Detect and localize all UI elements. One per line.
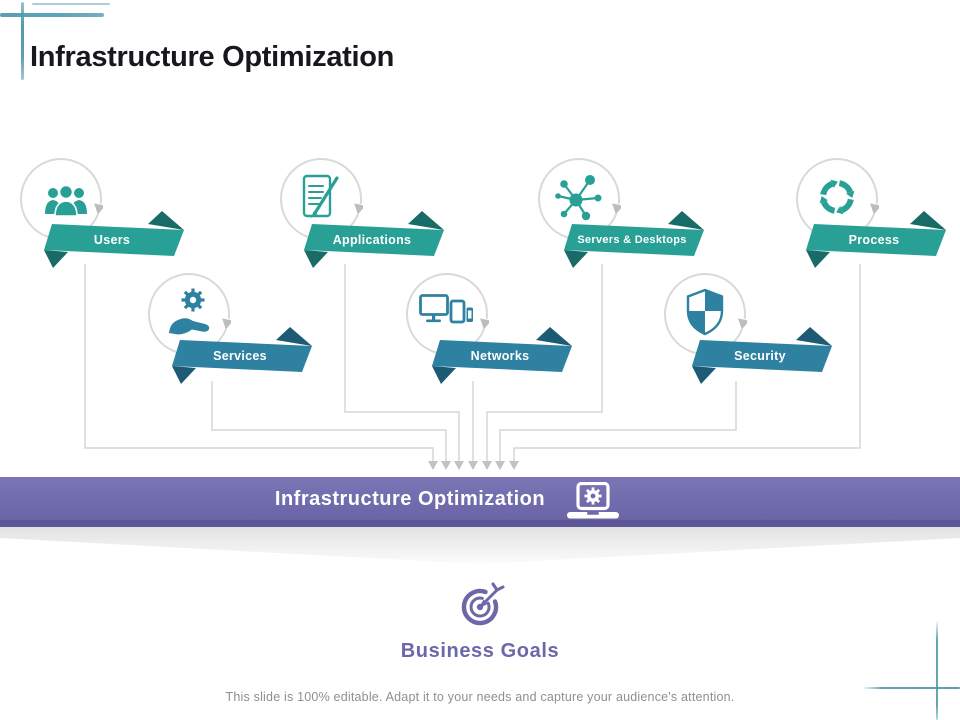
brush-cross-bottom-right-icon	[936, 620, 938, 720]
ribbon-banner	[304, 211, 444, 268]
ribbon-banner	[432, 327, 572, 384]
laptop-gear-icon	[567, 482, 619, 519]
ribbon-banner	[564, 211, 704, 268]
node-users: Users	[19, 157, 184, 268]
network-hub-icon	[555, 175, 602, 221]
brush-cross-top-left-icon	[21, 2, 24, 80]
hand-gear-icon	[169, 288, 210, 335]
slide-title: Infrastructure Optimization	[30, 41, 395, 74]
node-label: Networks	[470, 348, 530, 363]
ribbon-banner	[44, 211, 184, 268]
brush-cross-top-left-icon	[0, 13, 104, 17]
business-goals-title: Business Goals	[400, 640, 560, 662]
users-icon	[45, 184, 87, 217]
node-label: Servers & Desktops	[577, 234, 687, 247]
brush-cross-bottom-right-icon	[862, 687, 960, 689]
brush-cross-top-left-icon	[32, 3, 110, 5]
optimization-band: Infrastructure Optimization	[0, 477, 960, 527]
node-label: Process	[848, 232, 900, 247]
footer-note: This slide is 100% editable. Adapt it to…	[225, 690, 735, 704]
chevron-shadow	[0, 527, 960, 564]
ribbon-banner	[806, 211, 946, 268]
converge-arrow-icons	[428, 461, 519, 470]
shield-icon	[686, 288, 724, 336]
node-applications: Applications	[279, 157, 444, 268]
target-dart-icon	[461, 582, 505, 626]
band-title: Infrastructure Optimization	[274, 488, 546, 510]
node-label: Applications	[332, 232, 412, 247]
node-security: Security	[663, 272, 832, 384]
node-servers-desktops: Servers & Desktops	[537, 157, 704, 268]
node-label: Security	[734, 348, 786, 363]
node-label: Users	[93, 232, 131, 247]
node-label: Services	[213, 348, 267, 363]
node-networks: Networks	[405, 272, 572, 384]
cycle-arrows-icon	[819, 179, 855, 215]
document-edit-icon	[302, 174, 339, 218]
ribbon-banner	[172, 327, 312, 384]
node-process: Process	[795, 157, 946, 268]
devices-icon	[419, 294, 473, 324]
node-services: Services	[147, 272, 312, 384]
ribbon-banner	[692, 327, 832, 384]
